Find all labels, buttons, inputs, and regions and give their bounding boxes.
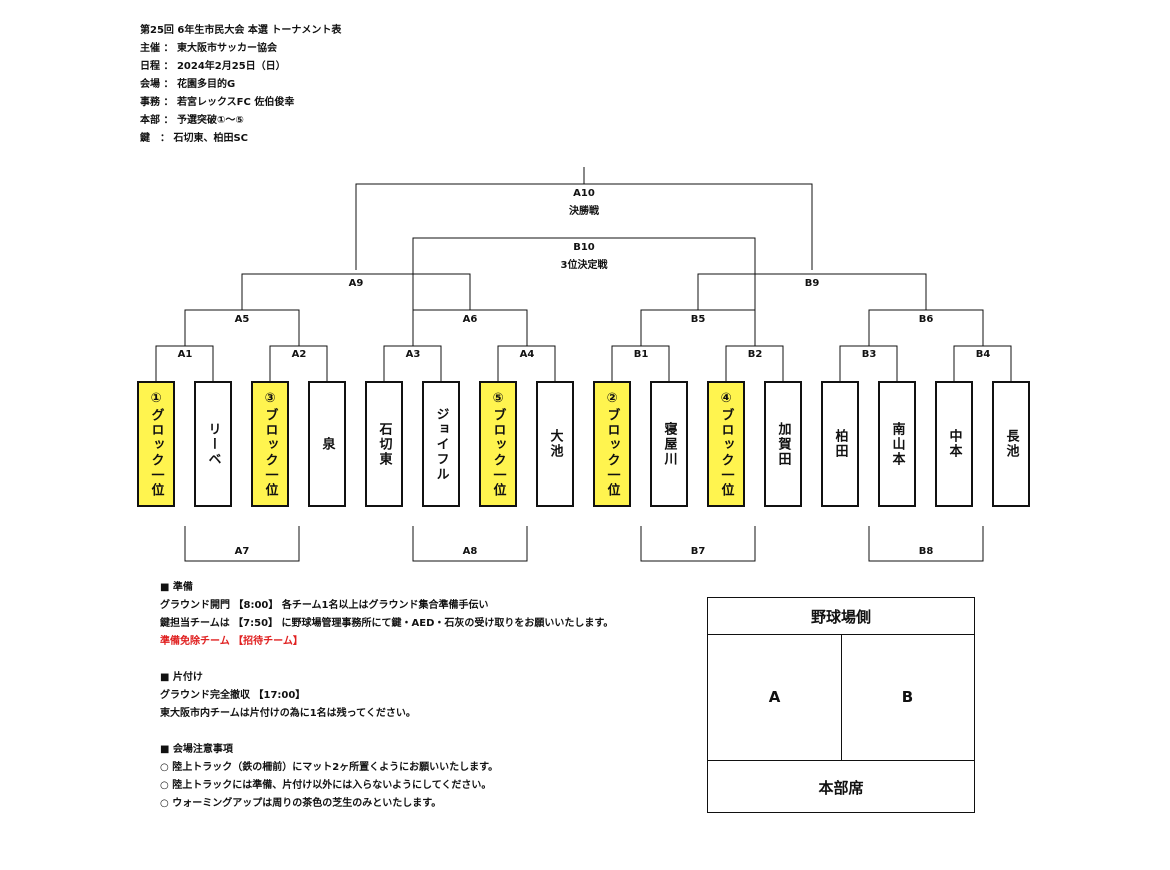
team-name: リーベ xyxy=(205,421,221,467)
team-name: ②ブロック一位 xyxy=(604,390,620,498)
consolation-code: B7 xyxy=(691,546,706,557)
team-box: 泉 xyxy=(308,381,346,507)
team-box: リーベ xyxy=(194,381,232,507)
cleanup-line: グラウンド完全撤収 【17:00】 xyxy=(160,690,306,701)
team-box: 寝屋川 xyxy=(650,381,688,507)
caution-line: ○ 陸上トラックには準備、片付け以外には入らないようにしてください。 xyxy=(160,780,492,791)
semi-left-code: A9 xyxy=(349,278,364,289)
r1-code: A2 xyxy=(292,349,307,360)
r1-code: A1 xyxy=(178,349,193,360)
team-name: ④ブロック一位 xyxy=(718,390,734,498)
team-name: ③ブロック一位 xyxy=(262,390,278,498)
consolation-code: A8 xyxy=(463,546,478,557)
final-code: A10 xyxy=(573,188,595,199)
date-line: 日程 ： 2024年2月25日（日） xyxy=(140,61,286,72)
team-box: 石切東 xyxy=(365,381,403,507)
qf-code: A6 xyxy=(463,314,478,325)
tournament-title: 第25回 6年生市民大会 本選 トーナメント表 xyxy=(140,25,342,36)
team-box: ③ブロック一位 xyxy=(251,381,289,507)
team-name: ①グロック一位 xyxy=(148,390,164,498)
r1-code: B2 xyxy=(748,349,763,360)
notes-section: ■ 準備 グラウンド開門 【8:00】 各チーム1名以上はグラウンド集合準備手伝… xyxy=(160,579,613,813)
prep-heading: ■ 準備 xyxy=(160,582,193,593)
cleanup-line: 東大阪市内チームは片付けの為に1名は残ってください。 xyxy=(160,708,416,719)
team-box: ①グロック一位 xyxy=(137,381,175,507)
team-name: 長池 xyxy=(1003,429,1019,459)
field-a: A xyxy=(708,634,842,760)
r1-code: B1 xyxy=(634,349,649,360)
caution-line: ○ ウォーミングアップは周りの茶色の芝生のみといたします。 xyxy=(160,798,442,809)
qf-code: A5 xyxy=(235,314,250,325)
r1-code: B3 xyxy=(862,349,877,360)
team-box: ④ブロック一位 xyxy=(707,381,745,507)
hq-line: 本部 ： 予選突破①〜⑤ xyxy=(140,115,244,126)
r1-code: A3 xyxy=(406,349,421,360)
team-box: 長池 xyxy=(992,381,1030,507)
team-box: 柏田 xyxy=(821,381,859,507)
semi-right-code: B9 xyxy=(805,278,820,289)
consolation-code: A7 xyxy=(235,546,250,557)
team-box: 中本 xyxy=(935,381,973,507)
team-name: 大池 xyxy=(547,429,563,459)
team-box: ジョイフル xyxy=(422,381,460,507)
host-line: 主催 ： 東大阪市サッカー協会 xyxy=(140,43,277,54)
final-label: 決勝戦 xyxy=(569,204,600,217)
prep-line: グラウンド開門 【8:00】 各チーム1名以上はグラウンド集合準備手伝い xyxy=(160,600,489,611)
qf-code: B6 xyxy=(919,314,934,325)
qf-code: B5 xyxy=(691,314,706,325)
team-box: 加賀田 xyxy=(764,381,802,507)
field-bottom-label: 本部席 xyxy=(708,760,974,813)
team-name: ⑤ブロック一位 xyxy=(490,390,506,498)
key-line: 鍵 ： 石切東、柏田SC xyxy=(140,133,249,144)
field-b: B xyxy=(901,688,914,706)
team-box: ⑤ブロック一位 xyxy=(479,381,517,507)
team-name: 加賀田 xyxy=(775,421,791,467)
team-name: 柏田 xyxy=(832,429,848,459)
team-name: 泉 xyxy=(319,436,335,452)
field-top-label: 野球場側 xyxy=(708,598,974,635)
tournament-bracket: A10 決勝戦 B10 3位決定戦 A9 B9 A5 A6 B5 B6 A1 A… xyxy=(155,167,1012,562)
tournament-info: 第25回 6年生市民大会 本選 トーナメント表 主催 ： 東大阪市サッカー協会 … xyxy=(140,22,341,148)
team-box: 南山本 xyxy=(878,381,916,507)
caution-heading: ■ 会場注意事項 xyxy=(160,744,233,755)
team-name: 中本 xyxy=(946,429,962,459)
caution-line: ○ 陸上トラック（鉄の柵前）にマット2ヶ所置くようにお願いいたします。 xyxy=(160,762,499,773)
cleanup-heading: ■ 片付け xyxy=(160,672,203,683)
team-box: ②ブロック一位 xyxy=(593,381,631,507)
r1-code: B4 xyxy=(976,349,991,360)
venue-line: 会場 ： 花園多目的G xyxy=(140,79,236,90)
office-line: 事務 ： 若宮レックスFC 佐伯俊幸 xyxy=(140,97,295,108)
third-code: B10 xyxy=(573,242,595,253)
prep-exempt-line: 準備免除チーム 【招待チーム】 xyxy=(160,636,303,647)
third-label: 3位決定戦 xyxy=(561,258,609,271)
team-name: 石切東 xyxy=(376,421,392,467)
prep-line: 鍵担当チームは 【7:50】 に野球場管理事務所にて鍵・AED・石灰の受け取りを… xyxy=(160,618,614,629)
field-map: 野球場側 A B 本部席 xyxy=(707,597,975,813)
team-box: 大池 xyxy=(536,381,574,507)
consolation-code: B8 xyxy=(919,546,934,557)
r1-code: A4 xyxy=(520,349,535,360)
team-name: ジョイフル xyxy=(433,406,449,482)
team-name: 寝屋川 xyxy=(661,421,677,467)
team-name: 南山本 xyxy=(889,421,905,467)
